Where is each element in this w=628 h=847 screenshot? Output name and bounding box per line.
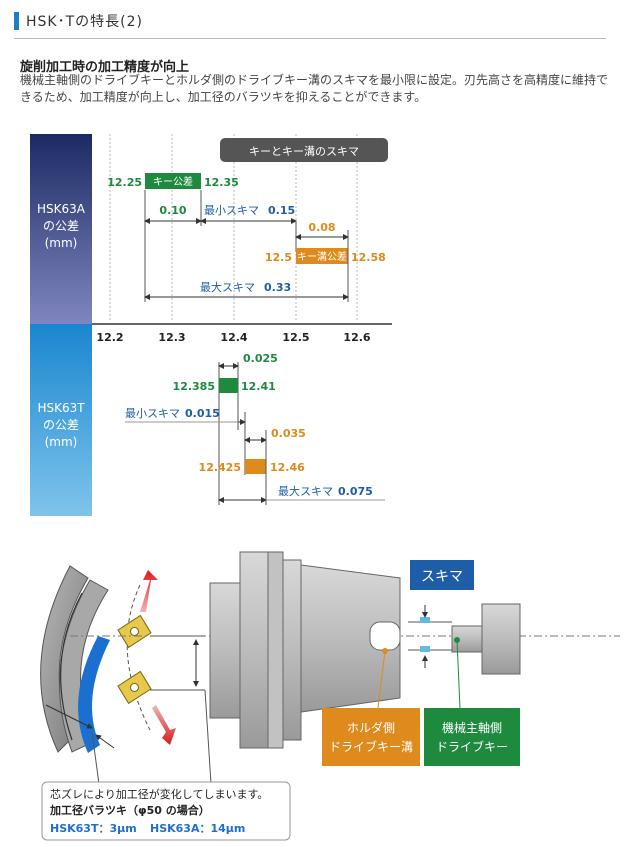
hsk63a-key-min: 12.25	[107, 176, 142, 189]
hsk63a-label-3: (mm)	[45, 236, 78, 250]
hsk63t-min-clear-label: 最小スキマ	[125, 407, 180, 420]
clearance-tag	[220, 138, 388, 162]
hsk63t-slot-min: 12.425	[199, 461, 241, 474]
note-box	[41, 781, 291, 841]
hsk63t-min-clear: 0.015	[185, 407, 220, 420]
hsk63t-label-3: (mm)	[45, 435, 78, 449]
tick-12-3: 12.3	[158, 331, 185, 344]
holder-label-2: ドライブキー溝	[329, 739, 413, 754]
hsk63a-min-clear-label: 最小スキマ	[204, 204, 259, 217]
holder-label-box	[322, 708, 420, 766]
hsk63a-slot-label: キー溝公差	[297, 250, 347, 263]
hsk63t-gap-a: 0.025	[243, 352, 278, 365]
hsk63a-slot-min: 12.5	[265, 251, 292, 264]
hsk63a-slot-max: 12.58	[351, 251, 386, 264]
hsk63a-key-label: キー公差	[153, 175, 193, 188]
gap-tag-text: スキマ	[421, 569, 463, 585]
hsk63t-label-2: の公差	[43, 418, 79, 432]
hsk63t-max-clear: 0.075	[338, 485, 373, 498]
holder-label-1: ホルダ側	[347, 720, 395, 735]
tick-12-6: 12.6	[343, 331, 370, 344]
gap-tag	[410, 560, 474, 590]
hsk63a-gap-a: 0.10	[159, 204, 186, 217]
header-accent-bar	[14, 12, 19, 30]
hsk63t-key-bar	[219, 378, 238, 393]
note-a-label: HSK63A：14μm	[150, 822, 245, 835]
tick-12-2: 12.2	[96, 331, 123, 344]
hsk63a-min-clear: 0.15	[268, 204, 295, 217]
page-title: HSK･Tの特長(2)	[26, 14, 143, 30]
hsk63t-label-1: HSK63T	[37, 401, 85, 415]
hsk63a-gap-b: 0.08	[308, 221, 335, 234]
tick-12-5: 12.5	[282, 331, 309, 344]
hsk63a-key-max: 12.35	[204, 176, 239, 189]
section-subtitle: 旋削加工時の加工精度が向上	[20, 60, 190, 75]
hsk63a-key-bar	[145, 173, 201, 189]
spindle-label-2: ドライブキー	[436, 739, 508, 754]
hsk63t-panel	[30, 324, 92, 516]
spindle-label-1: 機械主軸側	[442, 720, 502, 735]
hsk63t-slot-bar	[245, 459, 266, 474]
illustration: スキマ ホルダ側 ドライブキー溝 機械主軸側 ドライブキー 芯ズレにより加工径が…	[40, 551, 620, 841]
note-t-label: HSK63T：3μm	[50, 822, 137, 835]
hsk63a-slot-bar	[296, 248, 348, 264]
clearance-tag-text: キーとキー溝のスキマ	[249, 145, 359, 158]
spindle-label-box	[424, 708, 520, 766]
section-body: 機械主軸側のドライブキーとホルダ側のドライブキー溝のスキマを最小限に設定。刃先高…	[20, 73, 609, 104]
hsk63t-slot-max: 12.46	[270, 461, 305, 474]
note-line-1: 芯ズレにより加工径が変化してしまいます。	[50, 787, 268, 801]
hsk63t-max-clear-label: 最大スキマ	[278, 484, 333, 498]
hsk63a-label-1: HSK63A	[37, 202, 86, 216]
note-line-2: 加工径バラツキ（φ50 の場合）	[49, 803, 210, 817]
hsk63a-max-clear-label: 最大スキマ	[200, 280, 255, 294]
hsk63a-panel	[30, 134, 92, 324]
hsk63t-gap-b: 0.035	[271, 427, 306, 440]
tick-12-4: 12.4	[220, 331, 247, 344]
hsk63a-max-clear: 0.33	[264, 281, 291, 294]
hsk63a-label-2: の公差	[43, 219, 79, 233]
hsk63t-key-min: 12.385	[173, 380, 215, 393]
hsk63t-key-max: 12.41	[241, 380, 276, 393]
header-divider	[14, 38, 606, 39]
